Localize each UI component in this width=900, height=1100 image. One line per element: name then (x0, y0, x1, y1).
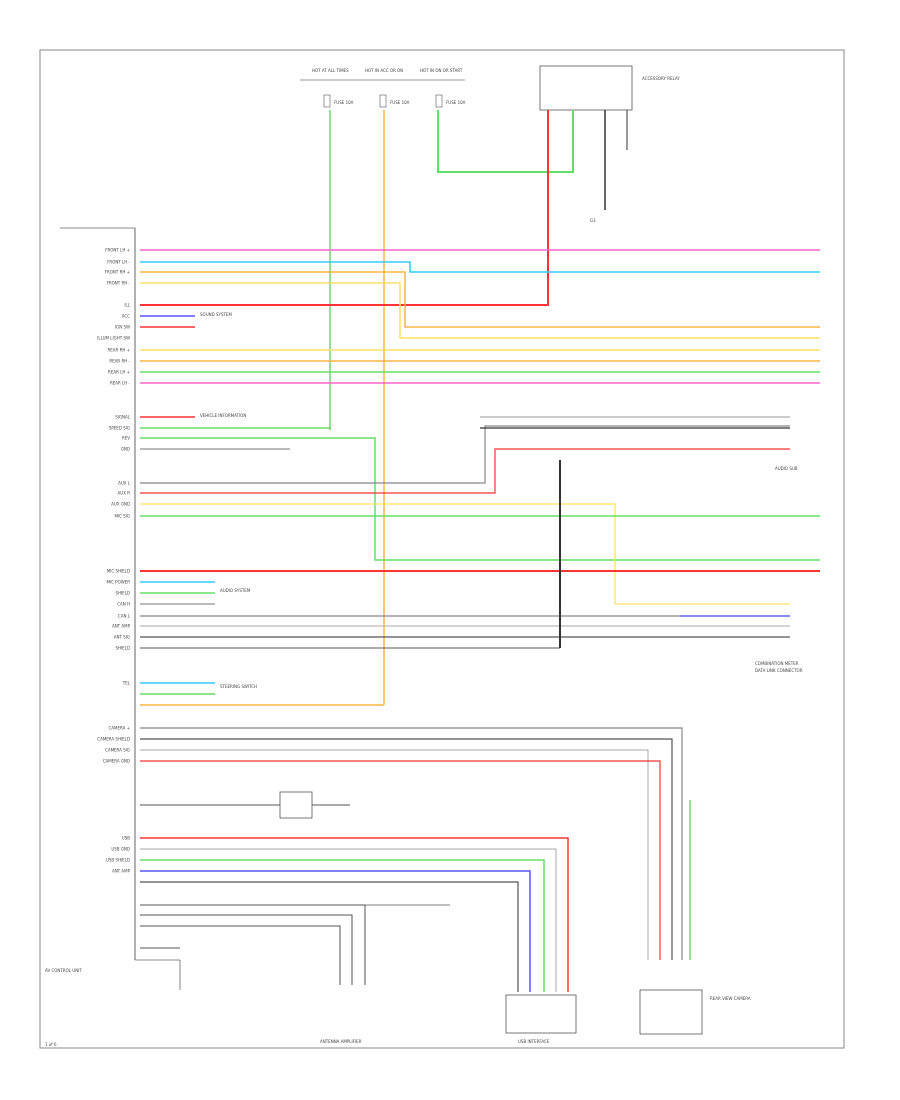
fuse-2: HOT IN ACC OR ON FUSE 10A (365, 68, 410, 108)
pin-label: CAMERA GND (103, 759, 130, 764)
pin-label: IGN SW (115, 325, 130, 330)
right-label-data-link: DATA LINK CONNECTOR (755, 668, 803, 673)
pin-label: FRONT RH + (105, 270, 130, 275)
pin-label: SIGNAL (115, 415, 131, 420)
pin-label: MIC SHIELD (107, 569, 130, 574)
fuse-3-value: FUSE 10A (446, 100, 466, 105)
camera-wires (140, 727, 691, 960)
pin-label: CAMERA SHIELD (97, 737, 130, 742)
usb-top-wires (140, 682, 384, 706)
microphone-assembly (140, 791, 350, 819)
pin-label: CAN L (118, 614, 131, 619)
pin-label: MIC POWER (106, 580, 130, 585)
pin-label: REV (122, 436, 130, 441)
fuse-2-label: HOT IN ACC OR ON (365, 68, 403, 73)
note-steering-switch: STEERING SWITCH (220, 684, 257, 689)
module-av-control-unit: AV CONTROL UNIT (45, 968, 82, 973)
pin-label: ILLUM LIGHT SW (97, 336, 130, 341)
antenna-wires (140, 904, 450, 985)
fuse-1: HOT AT ALL TIMES FUSE 10A (312, 68, 354, 108)
pin-label: ANT AMP (112, 624, 131, 629)
av-control-unit-connector (60, 227, 181, 990)
page-label: 1 of 6 (45, 1042, 57, 1047)
pin-label: REAR LH + (108, 370, 130, 375)
usb-interface-wires (140, 837, 577, 1034)
pin-label: REAR RH + (107, 348, 130, 353)
fuse-1-value: FUSE 10A (334, 100, 354, 105)
pin-label: REAR RH - (109, 359, 130, 364)
accessory-relay: ACCESSORY RELAY G1 (539, 65, 680, 223)
module-rear-view-camera: REAR VIEW CAMERA (710, 996, 751, 1001)
pin-label: FRONT RH - (107, 281, 131, 286)
pin-label: ANT AMP (112, 869, 131, 874)
fuse-3: HOT IN ON OR START FUSE 10A (420, 68, 466, 108)
module-usb-interface: USB INTERFACE (518, 1039, 550, 1044)
pin-label: CAN H (117, 602, 130, 607)
pin-label: FRONT LH - (107, 260, 130, 265)
pin-label: SHIELD (115, 591, 130, 596)
ground-label: G1 (590, 218, 596, 223)
top-fuses: HOT AT ALL TIMES FUSE 10A HOT IN ACC OR … (300, 68, 466, 108)
pin-label: GND (121, 447, 130, 452)
pin-label: CAMERA SIG (105, 748, 130, 753)
pin-label: AUX R (118, 491, 131, 496)
relay-label: ACCESSORY RELAY (642, 76, 680, 81)
pin-label: SHIELD (115, 646, 130, 651)
note-audio-system: AUDIO SYSTEM (220, 588, 251, 593)
pin-label: TEL (122, 681, 131, 686)
right-label-combination-meter: COMBINATION METER (755, 661, 799, 666)
pin-label: USB (122, 836, 130, 841)
speaker-wires (140, 249, 820, 384)
right-label-audio-sub: AUDIO SUB (775, 466, 798, 471)
note-sound-system: SOUND SYSTEM (200, 312, 232, 317)
fuse-1-label: HOT AT ALL TIMES (312, 68, 349, 73)
rear-view-camera-box (639, 989, 703, 1035)
pin-label: ILL (124, 303, 130, 308)
pin-label: USB SHIELD (106, 858, 130, 863)
pin-label: AUX GND (111, 502, 130, 507)
pin-label: AUX L (118, 481, 131, 486)
connector-pin-labels: FRONT LH + FRONT LH - FRONT RH + FRONT RH -… (97, 248, 131, 874)
fuse-3-label: HOT IN ON OR START (420, 68, 463, 73)
pin-label: FRONT LH + (105, 248, 130, 253)
pin-label: SPEED SIG (109, 426, 130, 431)
pin-label: ANT SIG (114, 635, 130, 640)
pin-label: USB GND (111, 847, 130, 852)
can-wires (140, 460, 790, 649)
signal-wires (140, 416, 820, 605)
pin-label: REAR LH - (110, 381, 131, 386)
diagram-frame (39, 49, 845, 1049)
module-antenna-amplifier: ANTENNA AMPLIFIER (320, 1039, 362, 1044)
pin-label: ACC (122, 314, 130, 319)
pin-label: MIC SIG (114, 514, 130, 519)
note-vehicle-information: VEHICLE INFORMATION (200, 413, 246, 418)
ill-acc-wires (140, 315, 195, 328)
fuse-2-value: FUSE 10A (390, 100, 410, 105)
pin-label: CAMERA + (109, 726, 130, 731)
